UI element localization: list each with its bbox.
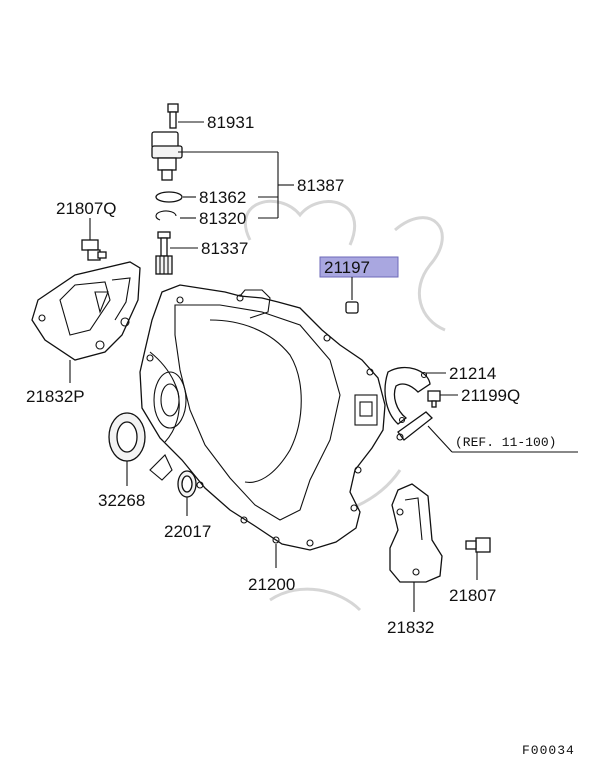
label-81931[interactable]: 81931 (207, 113, 254, 132)
driven-gear-81337 (155, 231, 173, 275)
bolt-21199Q (427, 390, 441, 408)
label-81387[interactable]: 81387 (297, 176, 344, 195)
label-22017[interactable]: 22017 (164, 522, 211, 541)
label-21200[interactable]: 21200 (248, 575, 295, 594)
plug-21197 (345, 301, 359, 314)
seal-22017 (177, 470, 197, 498)
label-21807[interactable]: 21807 (449, 586, 496, 605)
label-21199Q[interactable]: 21199Q (461, 386, 520, 405)
oil-seal-32268 (108, 412, 146, 462)
transmission-case-21200 (139, 284, 386, 551)
highlight-box-21197 (319, 256, 399, 278)
o-ring-81362 (155, 191, 183, 203)
speed-sensor-81387 (151, 131, 183, 181)
label-81362[interactable]: 81362 (199, 188, 246, 207)
bolt-21807 (465, 537, 491, 553)
label-21832[interactable]: 21832 (387, 618, 434, 637)
snap-ring-81320 (155, 210, 177, 221)
label-ref[interactable]: (REF. 11-100) (455, 435, 556, 450)
cover-plate-21214 (384, 367, 431, 425)
lever-ref (396, 411, 433, 441)
label-21197[interactable]: 21197 (324, 258, 370, 277)
bolt-21807Q (81, 239, 107, 261)
label-21832P[interactable]: 21832P (26, 387, 85, 406)
label-21214[interactable]: 21214 (449, 364, 496, 383)
label-32268[interactable]: 32268 (98, 491, 145, 510)
figure-code: F00034 (522, 743, 575, 758)
bracket-21832P (31, 261, 141, 361)
label-81320[interactable]: 81320 (199, 209, 246, 228)
label-21807Q[interactable]: 21807Q (56, 199, 117, 218)
bolt-81931 (167, 103, 179, 129)
label-81337[interactable]: 81337 (201, 239, 248, 258)
bracket-21832 (389, 483, 443, 583)
